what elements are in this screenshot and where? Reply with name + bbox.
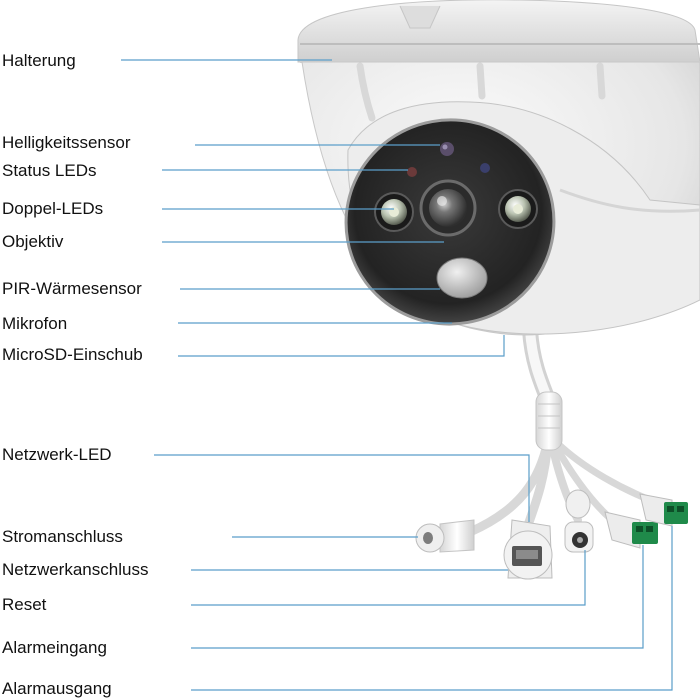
pir-sensor (436, 257, 488, 299)
label-alarmausgang: Alarmausgang (2, 679, 112, 698)
leader-alarmausgang (191, 526, 673, 691)
label-halterung: Halterung (2, 51, 76, 70)
lens (419, 179, 477, 237)
leader-netzwerk-led (154, 454, 530, 522)
leader-reset (191, 550, 586, 606)
power-connector (415, 519, 475, 553)
brightness-sensor (440, 142, 454, 156)
label-mikrofon: Mikrofon (2, 314, 68, 333)
label-alarmeingang: Alarmeingang (2, 638, 107, 657)
network-connector (503, 519, 553, 580)
leader-lines (121, 59, 673, 691)
leader-microsd-einschub (178, 335, 505, 357)
dual-led-left (374, 192, 414, 232)
label-pir-waermesensor: PIR-Wärmesensor (2, 279, 142, 298)
status-leds (407, 163, 490, 177)
label-reset: Reset (2, 595, 47, 614)
label-netzwerkanschluss: Netzwerkanschluss (2, 560, 149, 579)
label-netzwerk-led: Netzwerk-LED (2, 445, 112, 464)
label-objektiv: Objektiv (2, 232, 64, 251)
alarm-input-terminal (604, 511, 658, 549)
reset-connector (564, 489, 594, 553)
cable-splitter (535, 391, 563, 451)
label-status-leds: Status LEDs (2, 161, 97, 180)
label-microsd-einschub: MicroSD-Einschub (2, 345, 143, 364)
label-stromanschluss: Stromanschluss (2, 527, 123, 546)
alarm-output-terminal (639, 493, 688, 527)
leader-alarmeingang (191, 545, 644, 649)
label-doppel-leds: Doppel-LEDs (2, 199, 104, 218)
dual-led-right (498, 189, 538, 229)
label-helligkeitssensor: Helligkeitssensor (2, 133, 131, 152)
